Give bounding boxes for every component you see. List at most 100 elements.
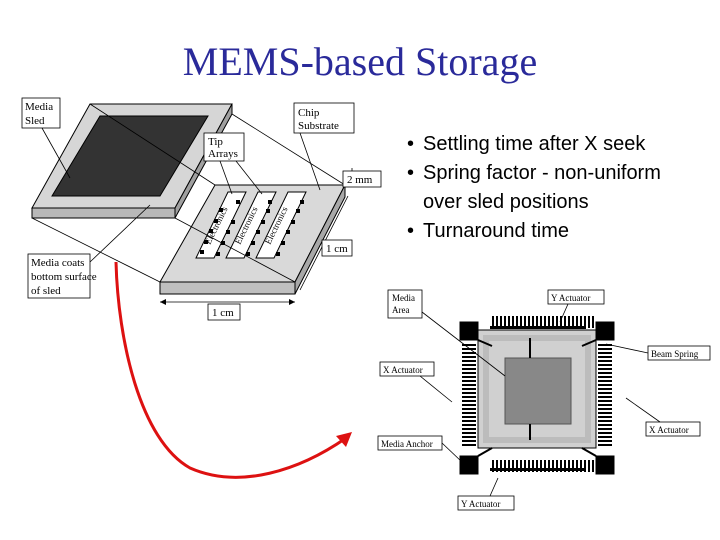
comb-tooth: [512, 460, 514, 472]
label-media-coats: of sled: [31, 285, 61, 297]
label-dim-2mm: 2 mm: [347, 174, 373, 186]
comb-tooth: [598, 428, 612, 430]
bullet-list: •Settling time after X seek •Spring fact…: [407, 130, 661, 246]
comb-tooth: [572, 316, 574, 328]
comb-tooth: [556, 460, 558, 472]
comb-tooth: [462, 400, 476, 402]
label-tip-arrays: Arrays: [208, 148, 238, 160]
comb-tooth: [462, 404, 476, 406]
bullet-continuation: over sled positions: [407, 188, 661, 217]
bullet-text: Spring factor - non-uniform: [423, 162, 661, 184]
comb-tooth: [598, 372, 612, 374]
label-beam-spring: Beam Spring: [651, 349, 699, 359]
comb-tooth: [462, 392, 476, 394]
bullet-item: •Settling time after X seek: [407, 130, 661, 159]
comb-tooth: [504, 316, 506, 328]
comb-tooth: [564, 460, 566, 472]
comb-tooth: [552, 460, 554, 472]
sled-top-view-diagram: [459, 321, 615, 475]
comb-tooth: [462, 396, 476, 398]
comb-tooth: [500, 460, 502, 472]
comb-tooth: [598, 392, 612, 394]
electronics-strip: [255, 191, 307, 259]
comb-tooth: [598, 388, 612, 390]
comb-tooth: [572, 460, 574, 472]
label-media-anchor: Media Anchor: [381, 439, 433, 449]
comb-tooth: [512, 316, 514, 328]
comb-tooth: [598, 412, 612, 414]
comb-tooth: [598, 420, 612, 422]
comb-tooth: [548, 316, 550, 328]
comb-tooth: [462, 364, 476, 366]
label-media-coats: bottom surface: [31, 271, 97, 283]
bullet-item: •Spring factor - non-uniform: [407, 159, 661, 188]
comb-tooth: [598, 400, 612, 402]
comb-tooth: [540, 460, 542, 472]
comb-tooth: [462, 444, 476, 446]
comb-tooth: [548, 460, 550, 472]
comb-tooth: [462, 360, 476, 362]
comb-tooth: [508, 460, 510, 472]
comb-tooth: [588, 460, 590, 472]
electronics-strips: [195, 191, 307, 259]
comb-tooth: [598, 384, 612, 386]
actuator-combs: [462, 316, 612, 472]
comb-tooth: [462, 420, 476, 422]
bullet-item: •Turnaround time: [407, 217, 661, 246]
comb-tooth: [598, 436, 612, 438]
label-media-area: Area: [392, 305, 410, 315]
comb-tooth: [520, 316, 522, 328]
comb-tooth: [598, 440, 612, 442]
electronics-strip: [225, 191, 277, 259]
comb-tooth: [598, 404, 612, 406]
comb-tooth: [598, 360, 612, 362]
comb-tooth: [568, 460, 570, 472]
tip-array-dots: [200, 200, 304, 256]
comb-tooth: [462, 352, 476, 354]
label-tip-arrays: Tip: [208, 136, 223, 148]
label-x-actuator-right: X Actuator: [649, 425, 689, 435]
comb-tooth: [532, 460, 534, 472]
chip-substrate-front: [159, 281, 296, 295]
comb-tooth: [462, 432, 476, 434]
comb-tooth: [500, 316, 502, 328]
comb-tooth: [462, 356, 476, 358]
media-sled-front: [31, 207, 176, 219]
comb-tooth: [598, 396, 612, 398]
comb-tooth: [462, 440, 476, 442]
comb-tooth: [592, 460, 594, 472]
comb-tooth: [492, 460, 494, 472]
bottom-label-boxes: [377, 289, 711, 511]
label-chip-substrate: Chip: [298, 107, 320, 119]
label-media-area: Media: [392, 293, 415, 303]
comb-tooth: [462, 372, 476, 374]
comb-tooth: [598, 416, 612, 418]
comb-tooth: [504, 460, 506, 472]
comb-tooth: [584, 460, 586, 472]
comb-tooth: [462, 408, 476, 410]
comb-tooth: [598, 432, 612, 434]
bullet-text: Settling time after X seek: [423, 133, 646, 155]
comb-tooth: [496, 460, 498, 472]
comb-tooth: [490, 326, 586, 329]
label-dim-1cm-bottom: 1 cm: [212, 307, 234, 319]
comb-tooth: [598, 408, 612, 410]
comb-tooth: [462, 424, 476, 426]
label-y-actuator-top: Y Actuator: [551, 293, 590, 303]
comb-tooth: [560, 460, 562, 472]
comb-tooth: [544, 460, 546, 472]
comb-tooth: [598, 368, 612, 370]
comb-tooth: [552, 316, 554, 328]
comb-tooth: [568, 316, 570, 328]
comb-tooth: [496, 316, 498, 328]
comb-tooth: [536, 460, 538, 472]
comb-tooth: [462, 416, 476, 418]
comb-tooth: [592, 316, 594, 328]
comb-tooth: [462, 436, 476, 438]
comb-tooth: [598, 348, 612, 350]
comb-tooth: [598, 380, 612, 382]
comb-tooth: [462, 388, 476, 390]
comb-tooth: [524, 460, 526, 472]
comb-tooth: [462, 368, 476, 370]
